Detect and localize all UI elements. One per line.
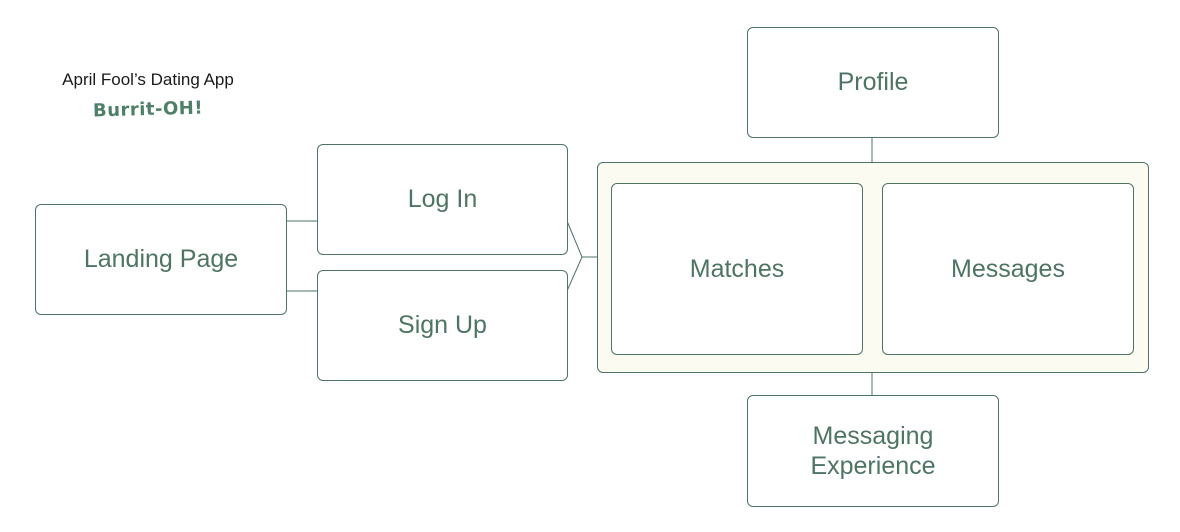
matches-label: Matches [689,254,785,283]
signup-node[interactable]: Sign Up [317,270,568,381]
messages-node[interactable]: Messages [882,183,1134,355]
signup-label: Sign Up [398,311,487,340]
app-title: April Fool’s Dating App [62,70,234,89]
messaging-experience-node[interactable]: Messaging Experience [747,395,999,507]
landing-page-node[interactable]: Landing Page [35,204,287,315]
profile-label: Profile [837,68,909,97]
login-label: Log In [407,185,478,214]
matches-node[interactable]: Matches [611,183,863,355]
profile-node[interactable]: Profile [747,27,999,138]
login-node[interactable]: Log In [317,144,568,255]
messaging-experience-label-line2: Experience [810,452,936,480]
messages-label: Messages [951,254,1065,283]
messaging-experience-label-line1: Messaging [812,421,934,450]
landing-page-label: Landing Page [83,245,239,274]
connector-signup-merge [566,256,583,292]
